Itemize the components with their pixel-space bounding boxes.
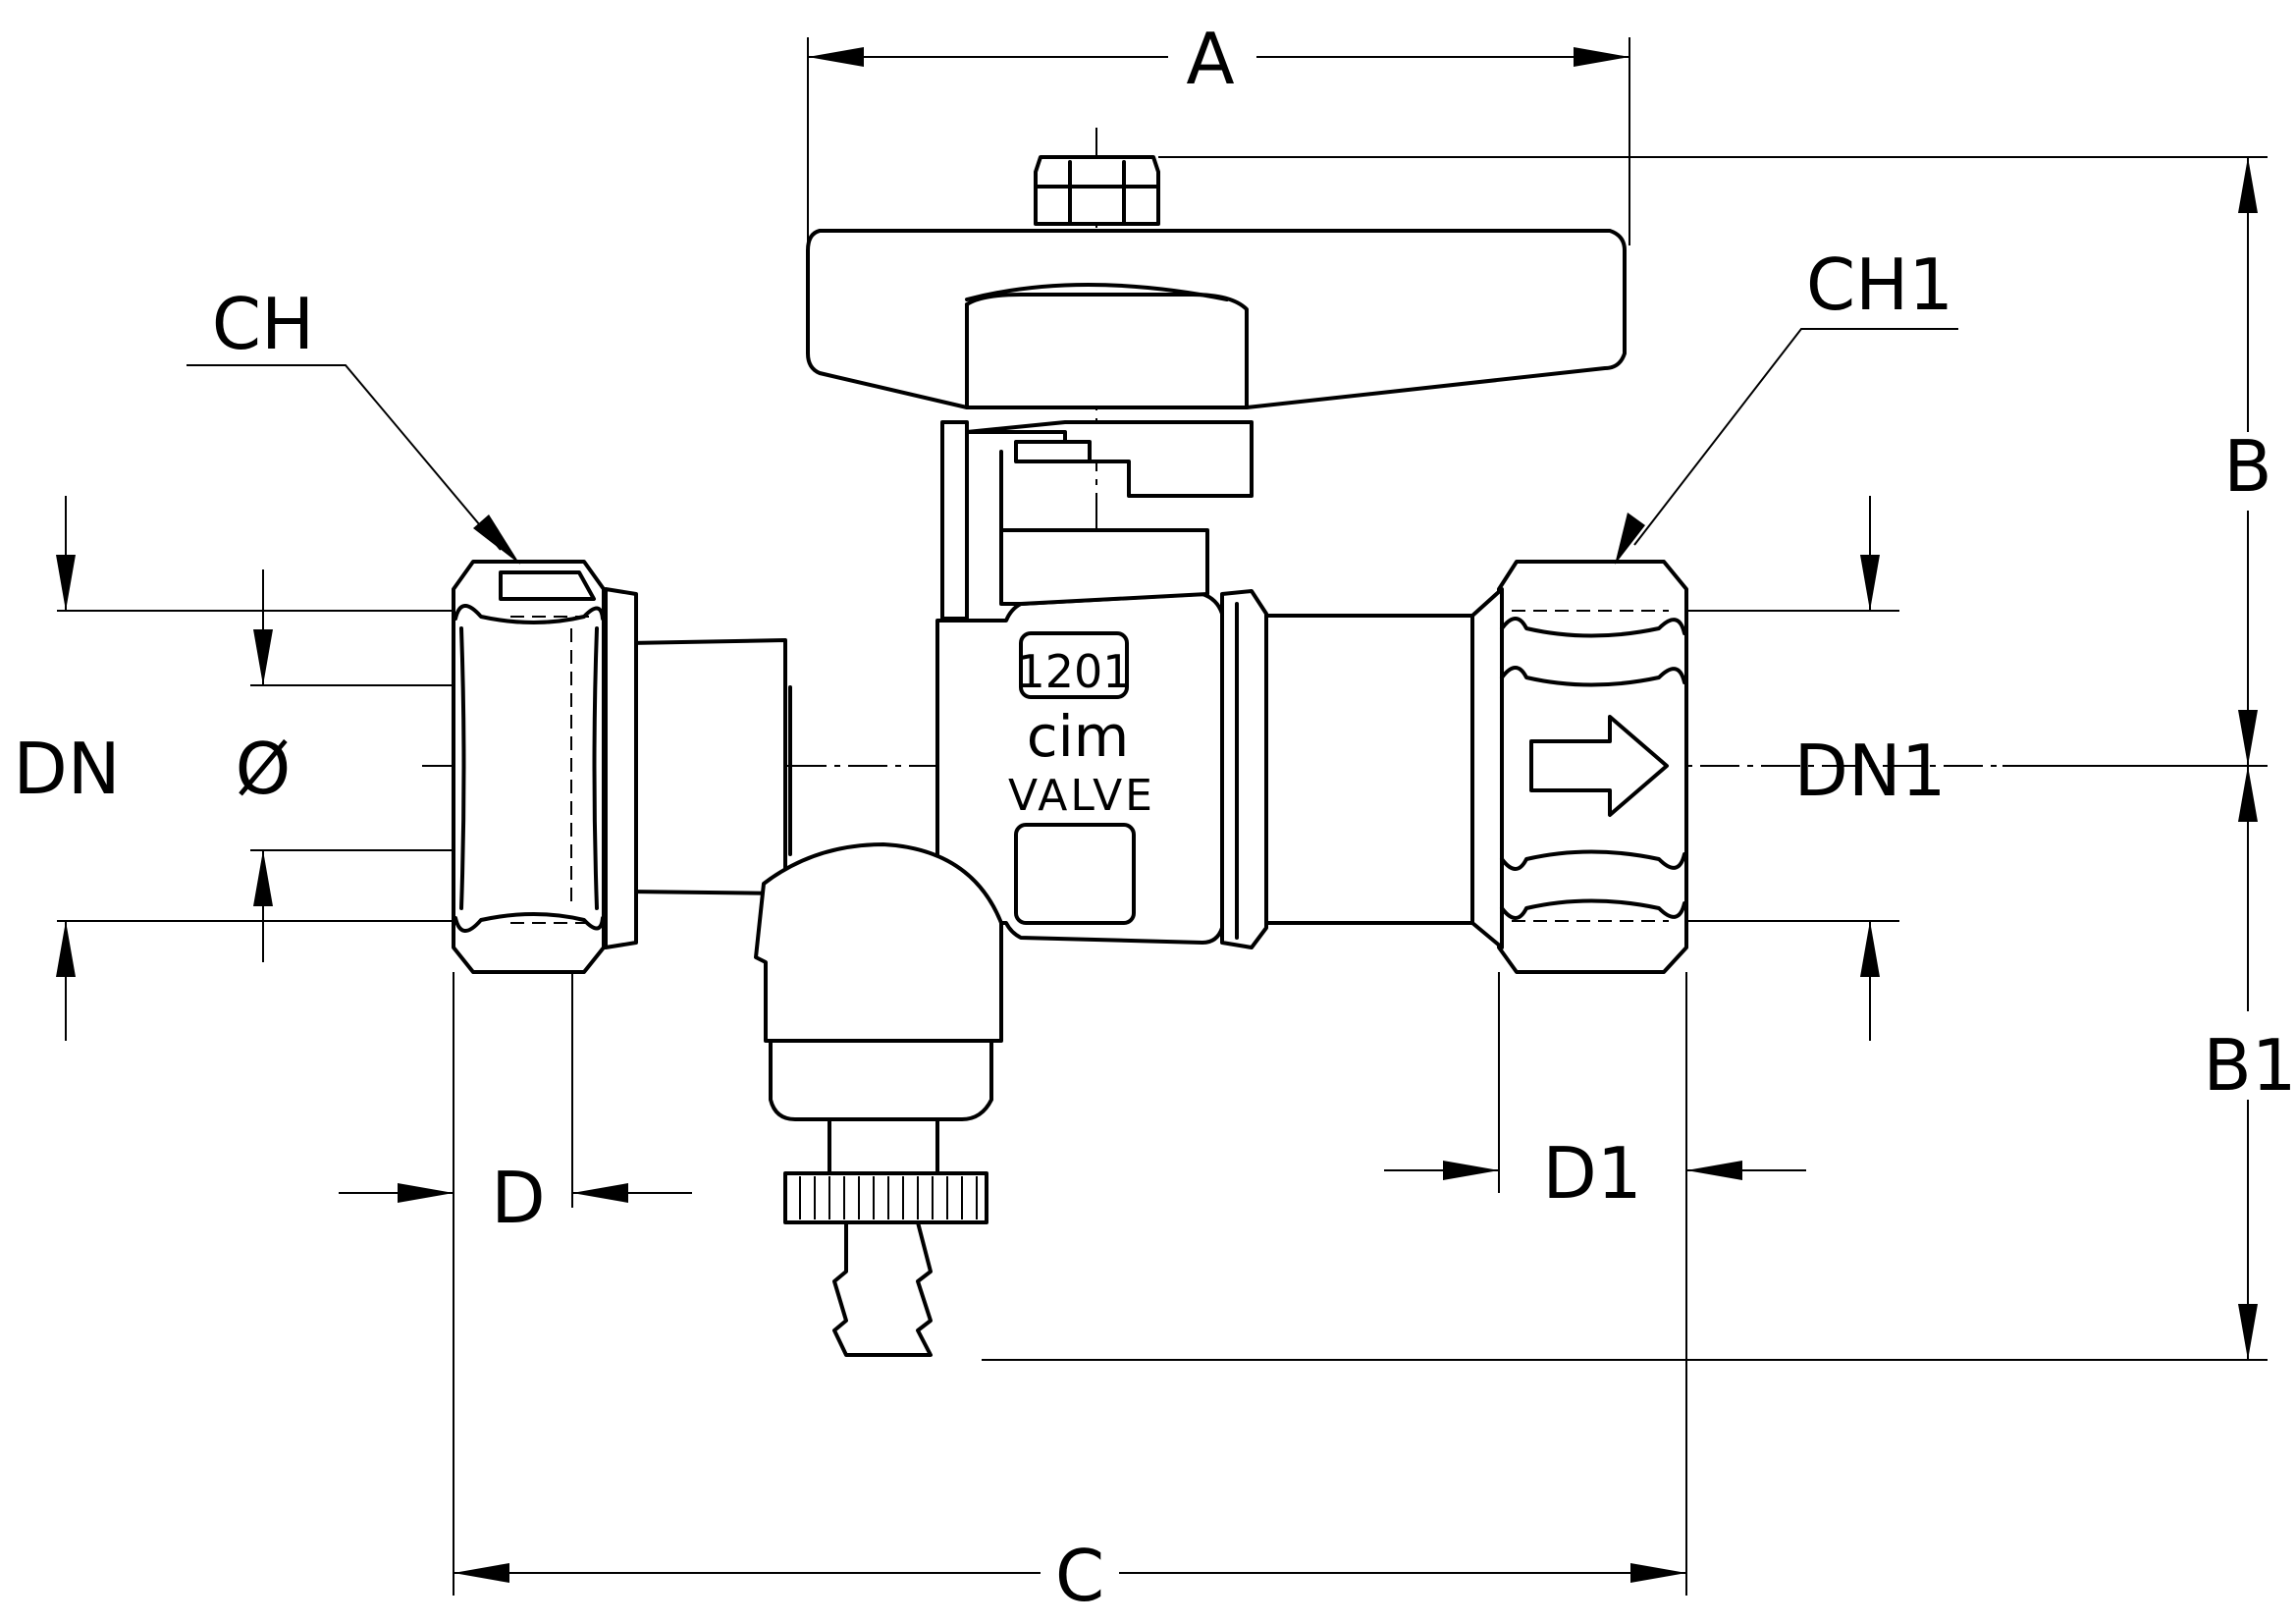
dimension-labels: A B B1 C CH CH1 DN Ø DN1 D D1 [13, 18, 2296, 1617]
flow-arrow-icon [1529, 715, 1669, 817]
dim-label-ch1: CH1 [1806, 244, 1953, 326]
dimension-lines [56, 47, 2268, 1583]
model-number: 1201 [1016, 645, 1131, 698]
dim-label-d1: D1 [1542, 1132, 1641, 1215]
dim-label-diameter: Ø [236, 728, 292, 810]
dim-label-b1: B1 [2203, 1024, 2296, 1107]
dim-label-a: A [1186, 18, 1234, 100]
dim-label-ch: CH [212, 283, 314, 365]
body-markings: 1201 cim VALVE [1008, 631, 1669, 925]
dim-label-c: C [1055, 1535, 1104, 1617]
dim-label-dn: DN [13, 728, 120, 810]
dim-label-dn1: DN1 [1793, 730, 1946, 812]
valve-handle [806, 155, 1627, 409]
brand-logo: cim [1027, 703, 1130, 770]
brand-sub: VALVE [1008, 771, 1155, 821]
dim-label-d: D [491, 1157, 545, 1239]
dim-label-b: B [2223, 425, 2271, 508]
valve-body [452, 420, 1688, 974]
drain-spigot [754, 842, 1003, 1357]
